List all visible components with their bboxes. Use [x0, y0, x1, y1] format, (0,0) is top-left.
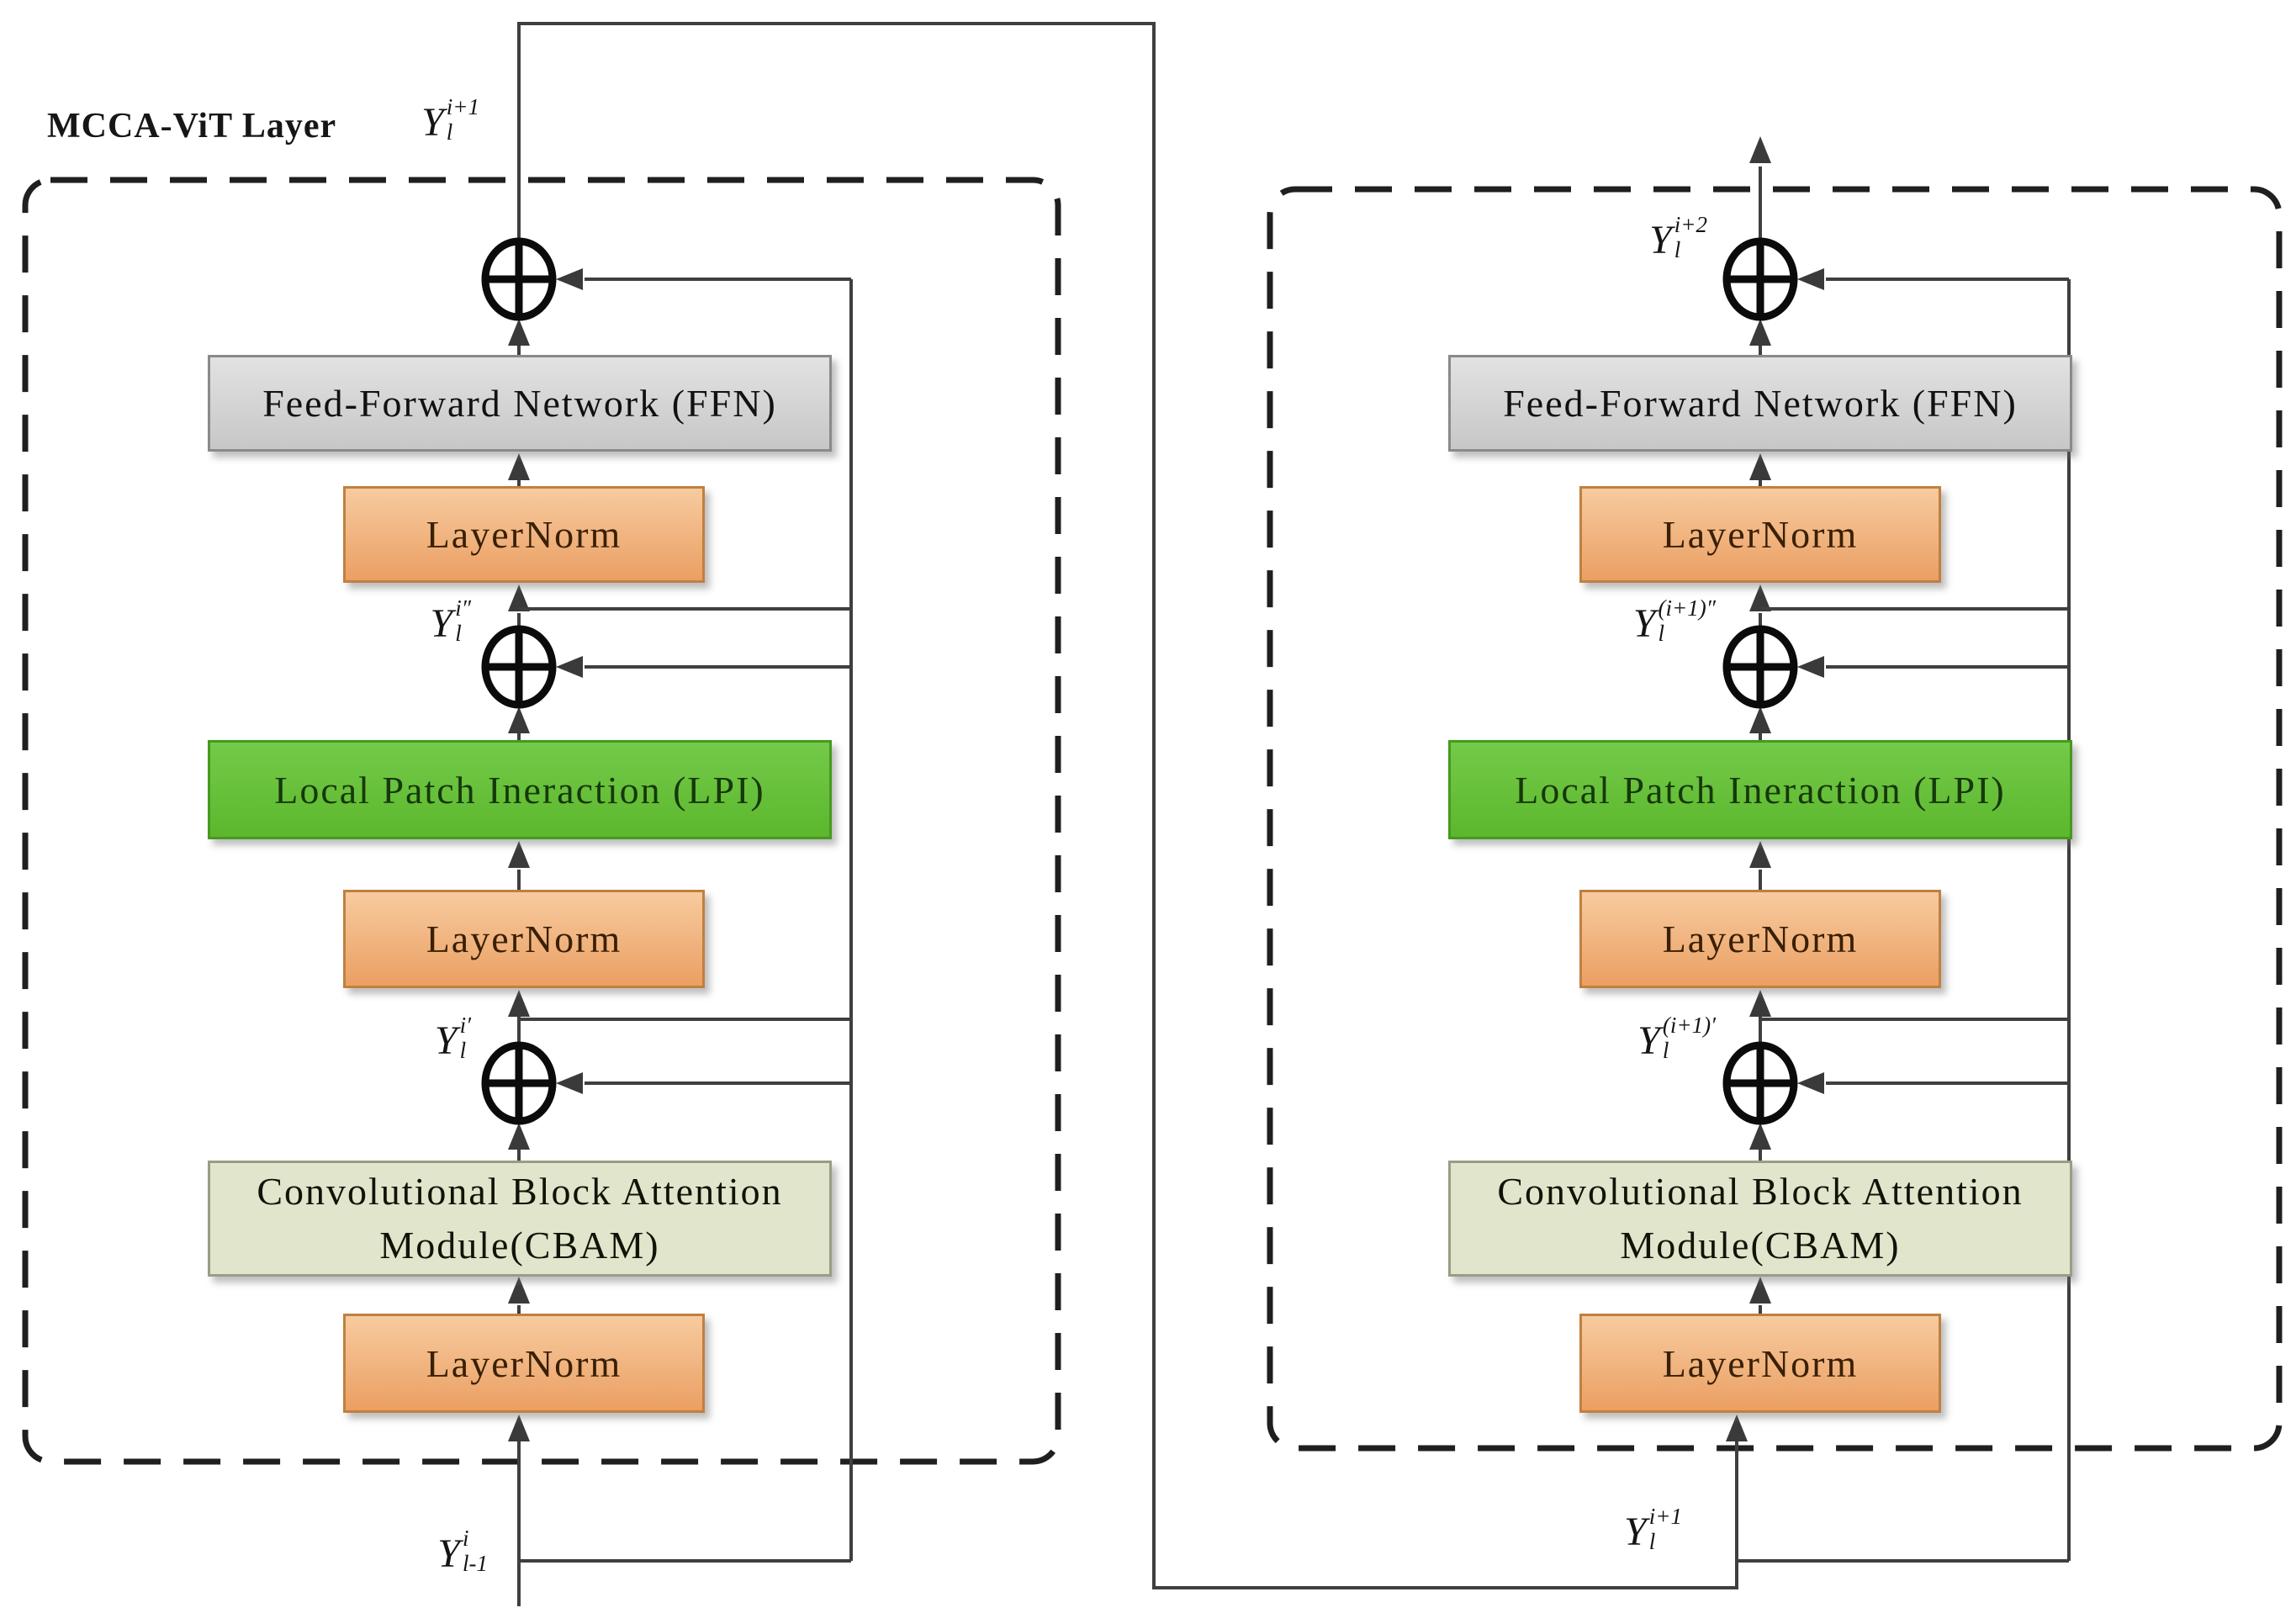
- right-adder2-to-ln3-arrowhead: [1749, 584, 1771, 611]
- left-cbam-label-line1: Convolutional Block Attention: [257, 1170, 783, 1213]
- left-layer-dashed-box: [22, 177, 1061, 1465]
- left-lpi-block: Local Patch Ineraction (LPI): [208, 740, 832, 839]
- right-ffn-to-adder3-arrowhead: [1749, 319, 1771, 346]
- right-ln2-to-lpi-arrowhead: [1749, 841, 1771, 868]
- left-lpi-label: Local Patch Ineraction (LPI): [274, 768, 765, 812]
- left-add-circle-icon-lpi: [481, 625, 557, 709]
- left-ln3-to-ffn-arrowhead: [508, 453, 530, 480]
- right-residual-into-adder1-arrowhead: [1797, 1072, 1824, 1094]
- left-cbam-to-adder1-arrowhead: [508, 1123, 530, 1150]
- right-cbam-to-adder1-arrowhead: [1749, 1123, 1771, 1150]
- left-layernorm1-block: LayerNorm: [343, 1314, 705, 1413]
- right-ln1-to-cbam-arrowhead: [1749, 1277, 1771, 1304]
- left-layernorm2-label: LayerNorm: [426, 918, 622, 960]
- right-layernorm3-block: LayerNorm: [1579, 486, 1941, 583]
- right-layernorm1-block: LayerNorm: [1579, 1314, 1941, 1413]
- left-cbam-block: Convolutional Block Attention Module(CBA…: [208, 1161, 832, 1277]
- left-ln1-to-cbam-arrowhead: [508, 1277, 530, 1304]
- left-input-arrowhead: [508, 1415, 530, 1441]
- left-ffn-input-label: Y i″l: [430, 595, 471, 646]
- right-add-circle-icon-ffn: [1722, 237, 1798, 321]
- left-cbam-label-line2: Module(CBAM): [379, 1224, 660, 1267]
- right-output-arrowhead: [1749, 136, 1771, 163]
- right-cbam-label-line2: Module(CBAM): [1620, 1224, 1901, 1267]
- left-residual-into-adder2-arrowhead: [556, 656, 583, 678]
- right-ffn-input-label: Y (i+1)″l: [1632, 595, 1716, 646]
- left-residual-into-adder1-arrowhead: [556, 1072, 583, 1094]
- left-lpi-input-label: Y i′l: [434, 1013, 471, 1063]
- left-adder1-to-ln2-arrowhead: [508, 990, 530, 1017]
- left-layernorm3-block: LayerNorm: [343, 486, 705, 583]
- left-layernorm1-label: LayerNorm: [426, 1341, 622, 1385]
- right-adder1-to-ln2-arrowhead: [1749, 990, 1771, 1017]
- right-layernorm2-block: LayerNorm: [1579, 890, 1941, 988]
- left-residual-into-adder3-arrowhead: [556, 268, 583, 290]
- right-layernorm2-label: LayerNorm: [1662, 918, 1859, 960]
- right-lpi-input-label: Y (i+1)′l: [1637, 1013, 1716, 1063]
- left-add-circle-icon-cbam: [481, 1041, 557, 1125]
- right-ffn-label: Feed-Forward Network (FFN): [1503, 382, 2018, 425]
- left-ln2-to-lpi-arrowhead: [508, 841, 530, 868]
- right-residual-into-adder2-arrowhead: [1797, 656, 1824, 678]
- left-layernorm3-label: LayerNorm: [426, 513, 622, 556]
- right-add-circle-icon-cbam: [1722, 1041, 1798, 1125]
- right-lpi-label: Local Patch Ineraction (LPI): [1515, 768, 2006, 812]
- right-residual-into-adder3-arrowhead: [1797, 268, 1824, 290]
- right-lpi-block: Local Patch Ineraction (LPI): [1448, 740, 2072, 839]
- left-layernorm2-block: LayerNorm: [343, 890, 705, 988]
- left-ffn-label: Feed-Forward Network (FFN): [262, 382, 777, 425]
- right-cbam-label-line1: Convolutional Block Attention: [1497, 1170, 2024, 1213]
- right-input-arrowhead: [1726, 1415, 1748, 1441]
- right-ln3-to-ffn-arrowhead: [1749, 453, 1771, 480]
- right-layernorm1-label: LayerNorm: [1662, 1341, 1859, 1385]
- right-cbam-block: Convolutional Block Attention Module(CBA…: [1448, 1161, 2072, 1277]
- right-add-circle-icon-lpi: [1722, 625, 1798, 709]
- left-adder2-to-ln3-arrowhead: [508, 584, 530, 611]
- right-lpi-to-adder2-arrowhead: [1749, 706, 1771, 733]
- left-add-circle-icon-ffn: [481, 237, 557, 321]
- left-ffn-block: Feed-Forward Network (FFN): [208, 355, 832, 452]
- left-lpi-to-adder2-arrowhead: [508, 706, 530, 733]
- right-layer-dashed-box: [1267, 186, 2283, 1452]
- diagram-title: MCCA-ViT Layer: [47, 107, 337, 145]
- right-layernorm3-label: LayerNorm: [1662, 513, 1859, 556]
- left-ffn-to-adder3-arrowhead: [508, 319, 530, 346]
- right-ffn-block: Feed-Forward Network (FFN): [1448, 355, 2072, 452]
